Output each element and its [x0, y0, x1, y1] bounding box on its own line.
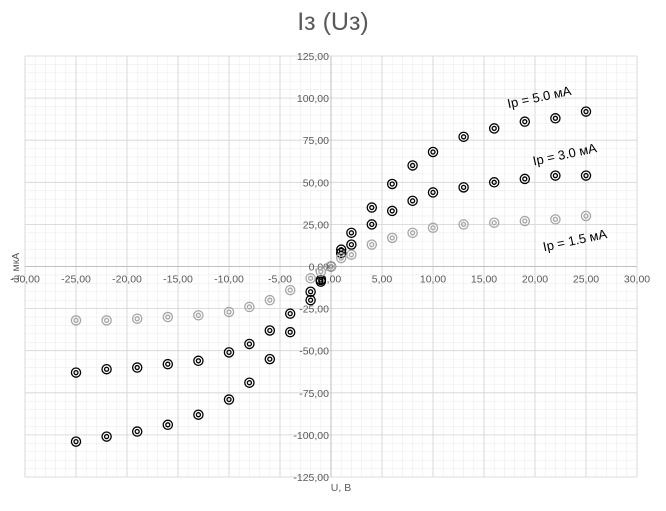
data-point [131, 313, 143, 324]
x-tick-label: -5,00 [268, 274, 292, 286]
data-point [519, 215, 531, 227]
data-point [193, 310, 204, 321]
data-point [244, 338, 255, 350]
data-point [264, 353, 276, 365]
data-point [366, 202, 378, 213]
data-point [366, 219, 378, 230]
x-tick-label: -15,00 [163, 274, 193, 286]
data-point [244, 301, 255, 313]
data-point [550, 113, 561, 124]
x-tick-label: -25,00 [61, 274, 91, 286]
data-point [70, 436, 82, 447]
data-point [223, 347, 235, 358]
data-point [131, 362, 143, 373]
data-point [305, 273, 316, 284]
data-point [519, 116, 531, 127]
y-tick-label: 50,00 [303, 177, 329, 189]
data-point [407, 227, 418, 239]
data-point [346, 227, 357, 239]
data-point [284, 308, 296, 319]
y-tick-label: -100,00 [293, 430, 329, 442]
data-point [162, 311, 174, 323]
y-tick-label: 75,00 [303, 135, 329, 147]
data-point [162, 419, 174, 431]
data-point [346, 239, 357, 250]
x-tick-label: -30,00 [10, 274, 40, 286]
data-point [335, 247, 347, 259]
data-point [162, 358, 174, 370]
data-point [458, 182, 469, 193]
data-point [284, 284, 296, 296]
data-point [131, 426, 143, 437]
chart-title: Iз (Uз) [297, 8, 369, 36]
data-point [193, 409, 204, 420]
data-point [101, 363, 112, 375]
data-point [386, 178, 398, 190]
y-axis-title: I, мкА [10, 253, 22, 281]
data-point [386, 205, 398, 217]
series-label: Ip = 3.0 мА [531, 140, 598, 168]
x-tick-label: -20,00 [112, 274, 142, 286]
data-point [427, 146, 439, 158]
x-tick-label: -10,00 [214, 274, 244, 286]
y-tick-label: 100,00 [297, 93, 329, 105]
data-point [325, 261, 337, 272]
data-point [366, 239, 378, 250]
data-point [550, 214, 561, 225]
x-tick-label: 5,00 [372, 274, 393, 286]
data-point [519, 173, 531, 185]
x-tick-label: 25,00 [573, 274, 599, 286]
data-point [550, 170, 561, 181]
data-point [264, 294, 276, 306]
data-point [223, 394, 235, 405]
data-point [315, 274, 327, 286]
data-point [346, 249, 357, 260]
data-point [427, 187, 439, 198]
y-tick-label: -75,00 [299, 388, 329, 400]
data-point [70, 315, 82, 326]
data-point [427, 222, 439, 234]
data-point [70, 367, 82, 378]
x-tick-label: 10,00 [420, 274, 446, 286]
data-point [335, 252, 347, 264]
x-axis-title: U, B [331, 482, 351, 494]
data-point [580, 170, 592, 181]
data-point [386, 232, 398, 244]
data-point [458, 131, 469, 143]
data-point [193, 355, 204, 367]
data-point [580, 106, 592, 117]
data-point [407, 195, 418, 207]
data-point [488, 177, 500, 188]
series-label: Ip = 1.5 мА [542, 226, 609, 254]
data-point [264, 325, 276, 336]
data-point [458, 219, 469, 230]
data-point [101, 315, 112, 326]
data-point [305, 294, 316, 306]
data-point [488, 123, 500, 134]
x-tick-label: 20,00 [522, 274, 548, 286]
data-point [315, 266, 327, 277]
data-point [244, 377, 255, 388]
data-point [407, 160, 418, 171]
y-tick-label: 25,00 [303, 219, 329, 231]
y-tick-label: -25,00 [299, 304, 329, 316]
series-label: Ip = 5.0 мА [506, 83, 573, 111]
y-tick-label: -50,00 [299, 346, 329, 358]
x-tick-label: 15,00 [471, 274, 497, 286]
data-point [284, 326, 296, 338]
data-point [305, 286, 316, 298]
y-tick-label: -125,00 [293, 472, 329, 484]
x-tick-label: 30,00 [624, 274, 650, 286]
y-tick-label: 125,00 [297, 51, 329, 63]
data-point [580, 210, 592, 222]
data-point [488, 217, 500, 228]
data-point [101, 431, 112, 442]
data-point [223, 306, 235, 318]
